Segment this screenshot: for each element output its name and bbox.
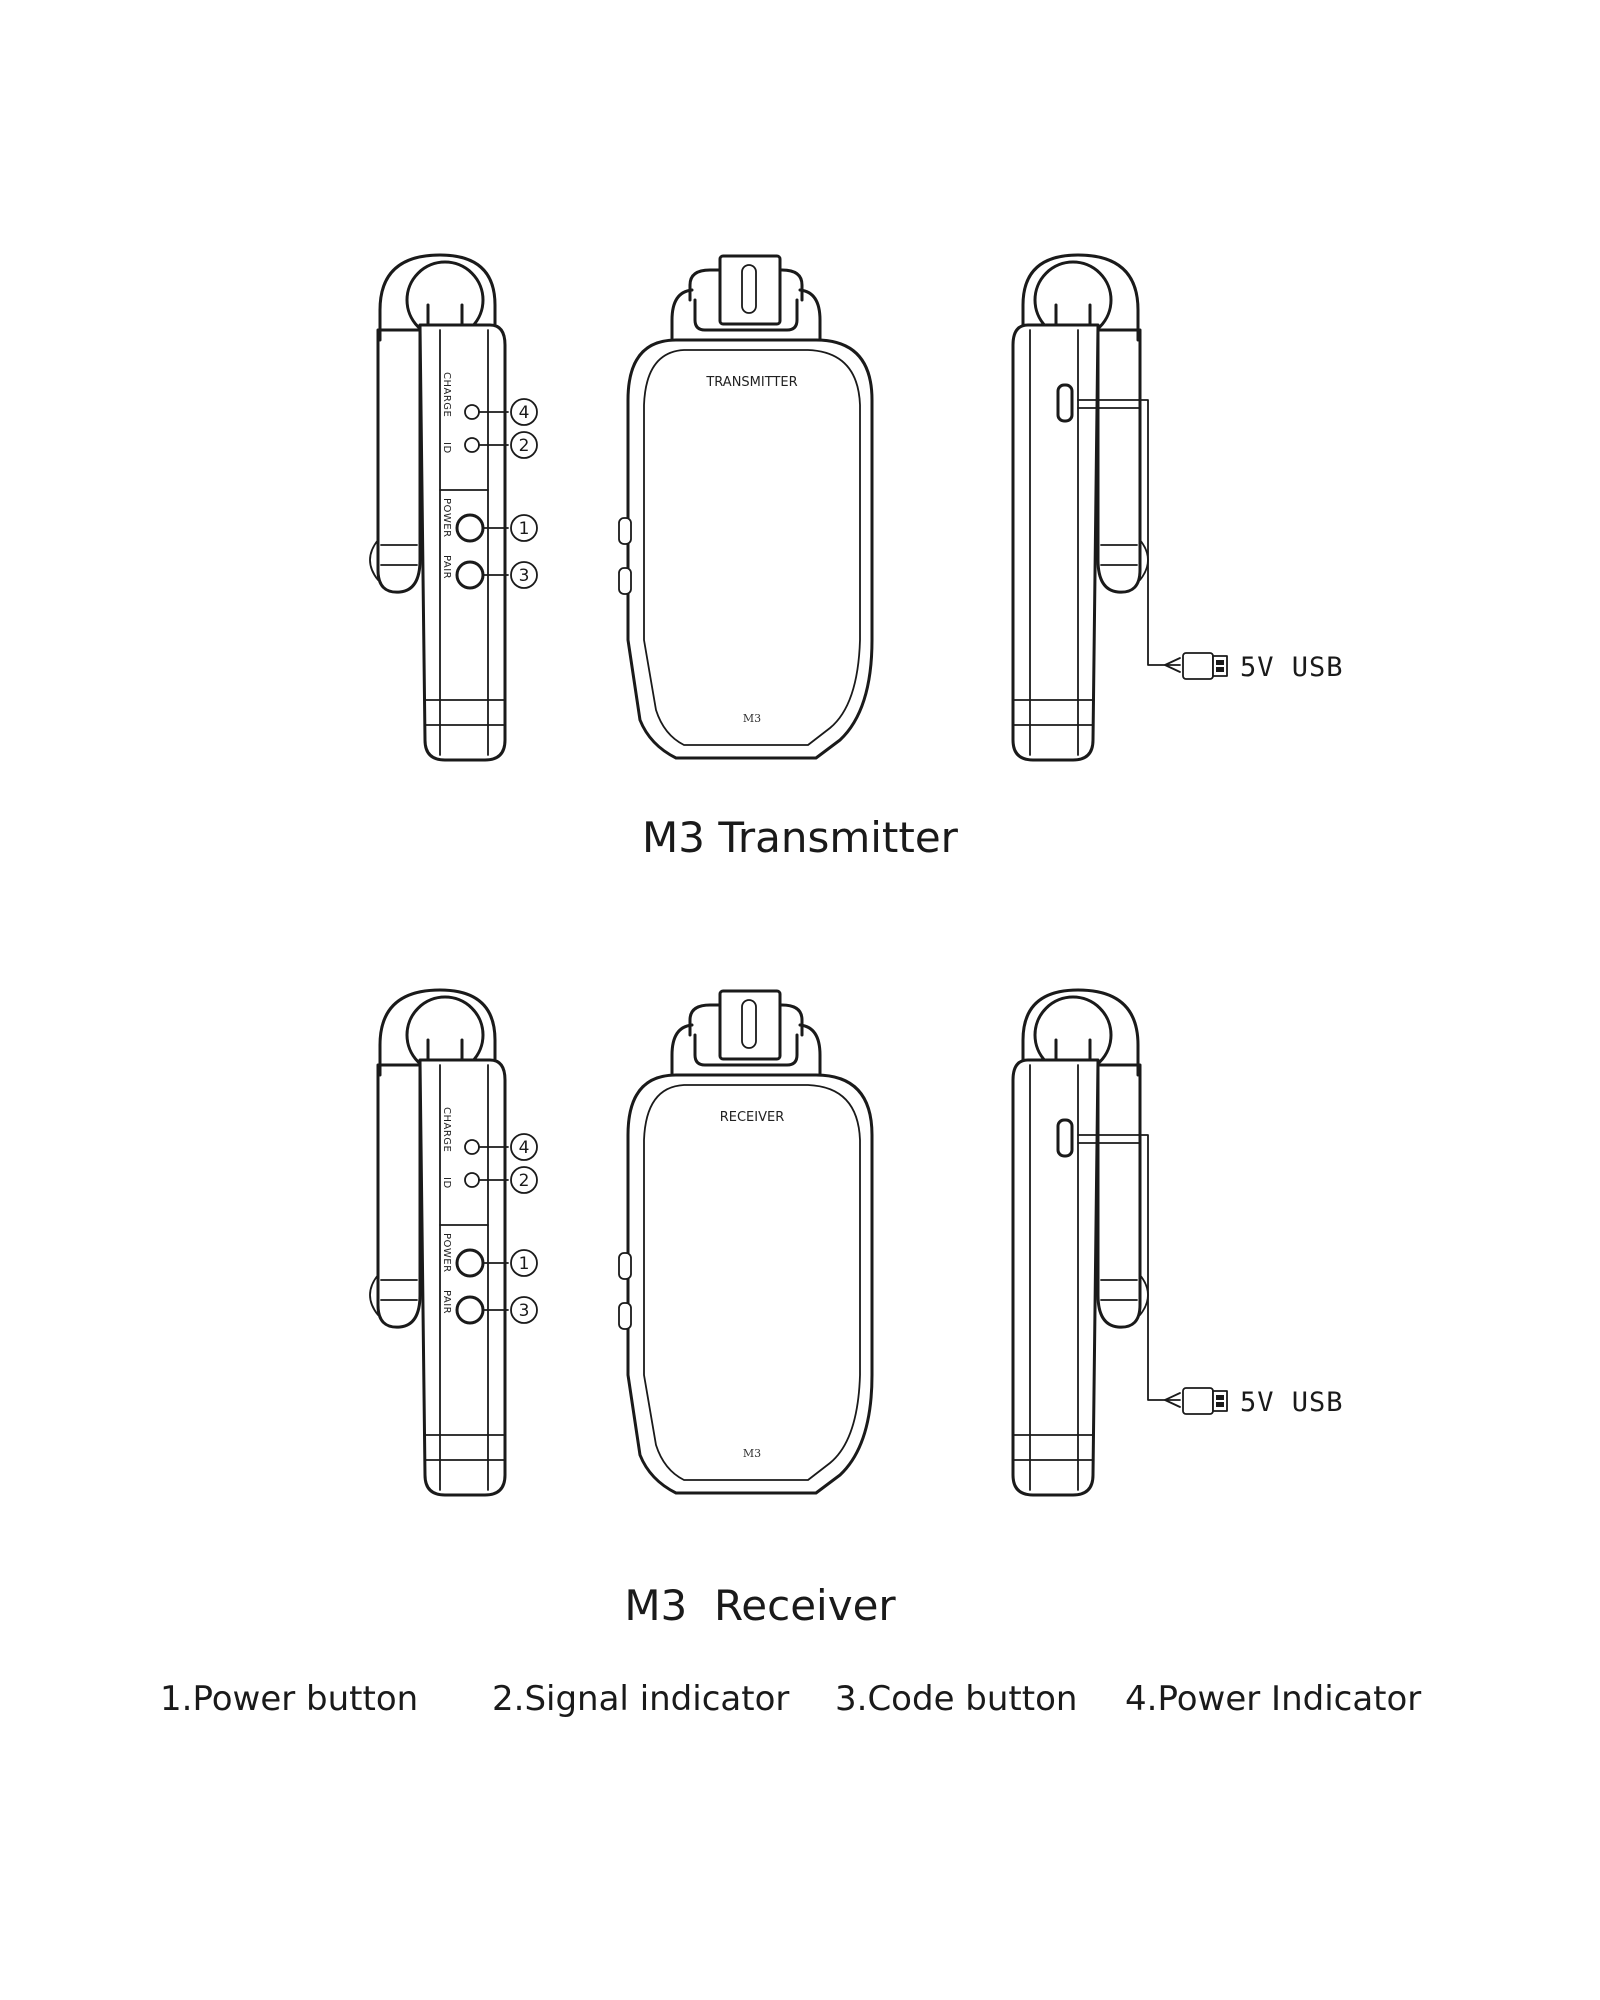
receiver-left-side-view: CHARGE ID POWER PAIR 4 2 1 [369, 988, 538, 1497]
receiver-label-pair: PAIR [441, 1290, 452, 1314]
transmitter-callout-3: 3 [510, 561, 538, 589]
receiver-power-button [455, 1248, 485, 1278]
transmitter-right-side-view: 5V USB [1011, 253, 1344, 762]
transmitter-power-indicator-led [464, 404, 480, 420]
transmitter-label-charge: CHARGE [441, 372, 452, 417]
receiver-code-button [455, 1295, 485, 1325]
receiver-right-side-view: 5V USB [1011, 988, 1344, 1497]
svg-text:3: 3 [519, 566, 530, 586]
transmitter-label-id: ID [441, 442, 452, 454]
receiver-label-power: POWER [441, 1233, 452, 1273]
transmitter-usb-label: 5V USB [1240, 652, 1344, 683]
svg-text:1: 1 [519, 519, 530, 539]
transmitter-power-button [455, 513, 485, 543]
transmitter-callout-2: 2 [510, 431, 538, 459]
receiver-title: M3 Receiver [624, 1581, 896, 1630]
transmitter-signal-indicator-led [464, 437, 480, 453]
legend-item-code-button: 3.Code button [835, 1679, 1077, 1719]
svg-text:2: 2 [519, 436, 530, 456]
receiver-callout-4: 4 [510, 1133, 538, 1161]
transmitter-code-button [455, 560, 485, 590]
receiver-face-label: RECEIVER [720, 1110, 785, 1125]
receiver-group: CHARGE ID POWER PAIR 4 2 1 [369, 988, 1344, 1497]
legend-item-power-button: 1.Power button [160, 1679, 418, 1719]
legend-item-signal-indicator: 2.Signal indicator [492, 1679, 789, 1719]
receiver-usb-port [1056, 1118, 1074, 1158]
receiver-label-charge: CHARGE [441, 1107, 452, 1152]
transmitter-callout-4: 4 [510, 398, 538, 426]
receiver-usb-plug-icon [1182, 1387, 1228, 1415]
legend: 1.Power button 2.Signal indicator 3.Code… [160, 1679, 1421, 1719]
receiver-power-indicator-led [464, 1139, 480, 1155]
transmitter-front-view: TRANSMITTER M3 [618, 254, 874, 760]
receiver-callout-2: 2 [510, 1166, 538, 1194]
svg-text:4: 4 [519, 1138, 530, 1158]
transmitter-left-side-view: CHARGE ID POWER PAIR 4 2 [369, 253, 538, 762]
svg-text:3: 3 [519, 1301, 530, 1321]
transmitter-usb-plug-icon [1182, 652, 1228, 680]
transmitter-group: CHARGE ID POWER PAIR 4 2 [369, 253, 1344, 862]
transmitter-usb-port [1056, 383, 1074, 423]
receiver-label-id: ID [441, 1177, 452, 1189]
transmitter-label-pair: PAIR [441, 555, 452, 579]
svg-text:1: 1 [519, 1254, 530, 1274]
transmitter-model-label: M3 [743, 712, 761, 725]
transmitter-title: M3 Transmitter [642, 813, 959, 862]
transmitter-callout-1: 1 [510, 514, 538, 542]
receiver-callout-3: 3 [510, 1296, 538, 1324]
transmitter-label-power: POWER [441, 498, 452, 538]
receiver-model-label: M3 [743, 1447, 761, 1460]
svg-text:4: 4 [519, 403, 530, 423]
transmitter-face-label: TRANSMITTER [705, 375, 797, 390]
receiver-callout-1: 1 [510, 1249, 538, 1277]
receiver-signal-indicator-led [464, 1172, 480, 1188]
receiver-front-view: RECEIVER M3 [618, 989, 874, 1495]
svg-text:2: 2 [519, 1171, 530, 1191]
receiver-usb-label: 5V USB [1240, 1387, 1344, 1418]
legend-item-power-indicator: 4.Power Indicator [1125, 1679, 1421, 1719]
